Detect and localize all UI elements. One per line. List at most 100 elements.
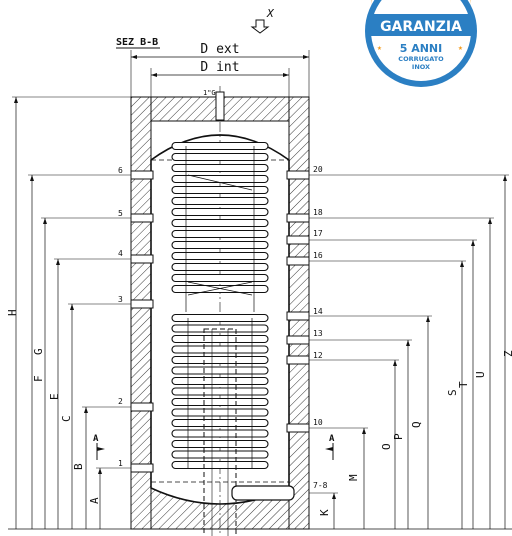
section-mark-left: A (93, 434, 105, 460)
height-letter: M (347, 474, 360, 481)
coil-turn (171, 240, 269, 250)
coil-turn (171, 387, 269, 396)
height-letter: C (60, 415, 73, 422)
star-icon: ★ (377, 43, 382, 52)
right-stub (286, 423, 310, 433)
height-letter: E (48, 393, 61, 400)
dim-arrow (43, 218, 47, 224)
dim-arrow (460, 261, 464, 267)
height-letter: Z (502, 350, 512, 357)
badge-line2-text: INOX (412, 63, 430, 71)
conn-label: 20 (313, 165, 323, 174)
conn-label: 2 (118, 397, 123, 406)
dim-arrow (98, 468, 102, 474)
warranty-badge: ANNI GARANZIA 5 ANNI CORRUGATO INOX ★ ★ (365, 0, 477, 87)
conn-label: 10 (313, 418, 323, 427)
height-letter: P (392, 433, 405, 440)
height-letter: O (380, 443, 393, 450)
right-stub (286, 311, 310, 321)
badge-top-text: ANNI (405, 0, 436, 13)
heating-coil (171, 141, 269, 470)
dim-arrow (503, 175, 507, 181)
right-stub (286, 235, 310, 245)
left-stub (130, 402, 154, 412)
dim-arrow (393, 360, 397, 366)
right-stub (286, 355, 310, 365)
dim-arrow (30, 175, 34, 181)
internal-tube (203, 328, 237, 536)
left-connection-labels: 6 5 4 3 2 1 (118, 166, 123, 468)
connection-stubs (130, 170, 310, 473)
coil-turn (171, 218, 269, 228)
coil-turn (171, 185, 269, 195)
height-letter: F (32, 375, 45, 382)
d-ext-label: D ext (200, 42, 239, 57)
dim-arrow (14, 97, 18, 103)
height-letter: Q (410, 421, 423, 428)
star-icon: ★ (458, 43, 463, 52)
height-letter: A (88, 497, 101, 504)
conn-label: 17 (313, 229, 323, 238)
height-letter: T (457, 381, 470, 388)
right-stub (286, 335, 310, 345)
badge-line1-text: CORRUGATO (398, 55, 444, 63)
coil-turn (171, 376, 269, 386)
view-arrow: X (250, 7, 275, 34)
top-dimensions: D ext D int (130, 42, 310, 97)
height-letter: G (32, 348, 45, 355)
section-mark-left-label: A (93, 434, 99, 444)
dim-arrow (70, 304, 74, 310)
conn-label: 13 (313, 329, 323, 338)
view-arrow-label: X (266, 7, 275, 20)
coil-turn (171, 429, 269, 438)
left-stub (130, 213, 154, 223)
dim-arrow (362, 428, 366, 434)
right-stub (286, 256, 310, 266)
coil-turn (171, 141, 269, 151)
coil-turn (171, 439, 269, 449)
conn-label: 1 (118, 459, 123, 468)
coil-turn (171, 418, 269, 428)
section-mark-right: A (325, 434, 335, 460)
conn-label: 3 (118, 295, 123, 304)
right-height-letters: K M O P Q S T U Z (318, 350, 512, 516)
dimension-lines (8, 96, 512, 530)
arrow-down-icon (250, 19, 270, 34)
dim-arrow (488, 218, 492, 224)
top-connection-label: 1"G (203, 89, 216, 97)
conn-label: 7-8 (313, 481, 328, 490)
pipe-7-8 (231, 485, 295, 501)
coil-turn (171, 284, 269, 294)
coil-turn (171, 163, 269, 173)
right-stub (286, 170, 310, 180)
coil-turn (171, 334, 269, 344)
left-stub (130, 299, 154, 309)
conn-label: 6 (118, 166, 123, 175)
coil-turn (171, 450, 269, 459)
conn-label: 18 (313, 208, 323, 217)
badge-band (368, 14, 474, 36)
coil-turn (171, 262, 269, 272)
coil-turn (171, 152, 269, 162)
height-letter: U (474, 371, 487, 378)
height-letter: H (6, 309, 19, 316)
conn-label: 12 (313, 351, 323, 360)
section-mark-right-label: A (329, 434, 335, 444)
right-connection-labels: 20 18 17 16 14 13 12 10 7-8 (313, 165, 328, 490)
left-height-letters: H G F E C B A (6, 309, 101, 504)
dim-arrow (84, 407, 88, 413)
coil-turn (171, 313, 269, 323)
coil-turn (171, 366, 269, 375)
height-letter: S (446, 389, 459, 396)
top-connection (215, 91, 225, 121)
dim-arrow (471, 240, 475, 246)
d-int-label: D int (200, 60, 239, 75)
coil-turn (171, 408, 269, 417)
conn-label: 4 (118, 249, 123, 258)
left-stub (130, 463, 154, 473)
coil-link (187, 281, 253, 296)
coil-turn (171, 397, 269, 407)
badge-main-text: GARANZIA (380, 19, 462, 35)
height-letter: K (318, 509, 331, 516)
